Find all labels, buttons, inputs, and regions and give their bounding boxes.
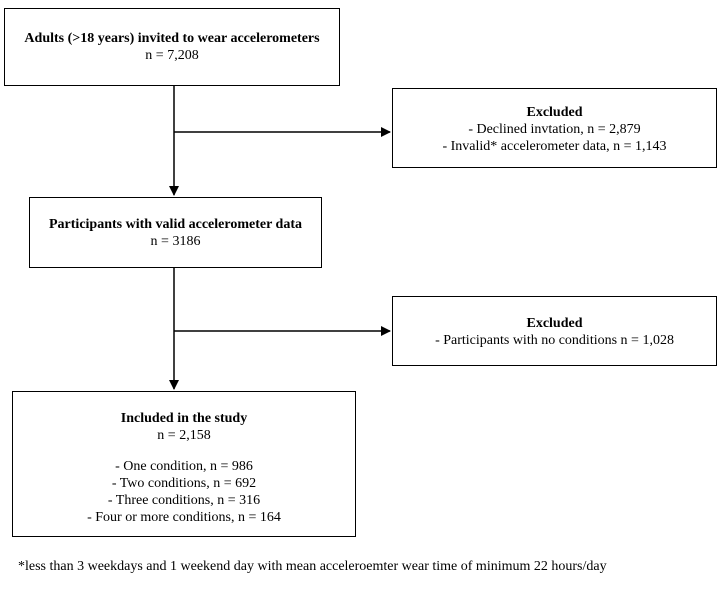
included-spacer bbox=[13, 444, 355, 458]
included-item: - Three conditions, n = 316 bbox=[107, 493, 261, 508]
excluded-second-item: - Participants with no conditions n = 1,… bbox=[435, 333, 674, 348]
invited-box: Adults (>18 years) invited to wear accel… bbox=[4, 8, 340, 86]
footnote: *less than 3 weekdays and 1 weekend day … bbox=[18, 559, 607, 574]
included-item: - Four or more conditions, n = 164 bbox=[87, 510, 281, 525]
excluded-first-title: Excluded bbox=[526, 105, 583, 120]
excluded-first-item: - Declined invtation, n = 2,879 bbox=[468, 122, 641, 137]
valid-title: Participants with valid accelerometer da… bbox=[49, 217, 302, 232]
invited-count: n = 7,208 bbox=[145, 48, 199, 63]
excluded-second-box: Excluded - Participants with no conditio… bbox=[392, 296, 717, 366]
valid-box: Participants with valid accelerometer da… bbox=[29, 197, 322, 268]
included-title: Included in the study bbox=[120, 411, 248, 426]
included-count: n = 2,158 bbox=[157, 428, 211, 443]
included-item: - Two conditions, n = 692 bbox=[111, 476, 257, 491]
included-box: Included in the study n = 2,158 - One co… bbox=[12, 391, 356, 537]
included-item: - One condition, n = 986 bbox=[115, 459, 253, 474]
invited-title: Adults (>18 years) invited to wear accel… bbox=[24, 31, 320, 46]
excluded-first-item: - Invalid* accelerometer data, n = 1,143 bbox=[442, 139, 667, 154]
excluded-first-box: Excluded - Declined invtation, n = 2,879… bbox=[392, 88, 717, 168]
valid-count: n = 3186 bbox=[150, 234, 201, 249]
excluded-second-title: Excluded bbox=[526, 316, 583, 331]
